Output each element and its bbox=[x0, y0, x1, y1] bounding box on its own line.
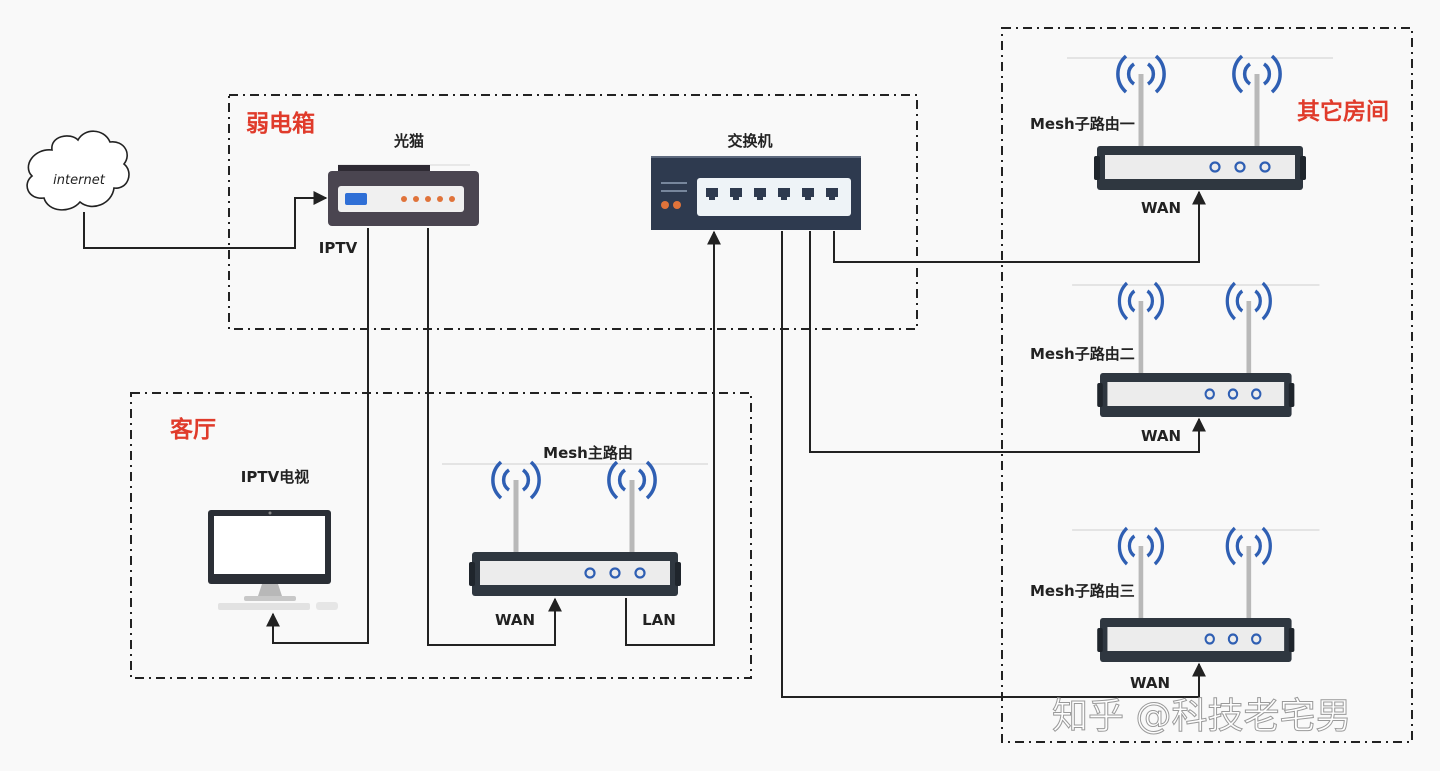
zone-title-weak-box: 弱电箱 bbox=[246, 110, 315, 137]
modem-iptv-port-label: IPTV bbox=[319, 239, 358, 257]
wire-modem-main-router bbox=[427, 228, 562, 646]
zone-other-rooms bbox=[1001, 27, 1413, 743]
sub-router-1-label: Mesh子路由一 bbox=[1030, 115, 1135, 133]
zone-title-living-room: 客厅 bbox=[170, 416, 216, 443]
zone-weak-box bbox=[228, 94, 918, 330]
wire-modem-tv bbox=[266, 228, 369, 644]
tv-label: IPTV电视 bbox=[241, 468, 309, 486]
zone-living-room bbox=[130, 392, 752, 679]
watermark: 知乎 @科技老宅男 bbox=[1052, 696, 1351, 737]
optical-modem: 光猫 bbox=[328, 132, 479, 226]
main-router-label: Mesh主路由 bbox=[543, 444, 633, 462]
switch-label: 交换机 bbox=[727, 132, 772, 150]
sub-router-3-wan-label: WAN bbox=[1130, 674, 1170, 692]
internet-label: internet bbox=[53, 173, 106, 188]
wire-switch-sub1 bbox=[833, 190, 1206, 263]
main-router-wan-label: WAN bbox=[495, 611, 535, 629]
internet-cloud-icon: internet bbox=[26, 130, 130, 211]
zone-title-other-rooms: 其它房间 bbox=[1297, 98, 1389, 125]
wire-internet-modem bbox=[83, 191, 328, 249]
main-mesh-router bbox=[442, 462, 708, 596]
wire-main-router-switch bbox=[625, 230, 721, 646]
sub-router-2-label: Mesh子路由二 bbox=[1030, 345, 1135, 363]
wire-switch-sub3 bbox=[781, 231, 1206, 698]
sub-router-3-label: Mesh子路由三 bbox=[1030, 582, 1135, 600]
network-switch: 交换机 bbox=[651, 132, 861, 230]
sub-router-2-wan-label: WAN bbox=[1141, 427, 1181, 445]
wire-switch-sub2 bbox=[809, 231, 1206, 453]
modem-label: 光猫 bbox=[393, 132, 424, 150]
sub-router-1-wan-label: WAN bbox=[1141, 199, 1181, 217]
main-router-lan-label: LAN bbox=[642, 611, 676, 629]
connection-wires bbox=[83, 190, 1206, 698]
iptv-tv-icon: IPTV电视 bbox=[208, 468, 338, 610]
